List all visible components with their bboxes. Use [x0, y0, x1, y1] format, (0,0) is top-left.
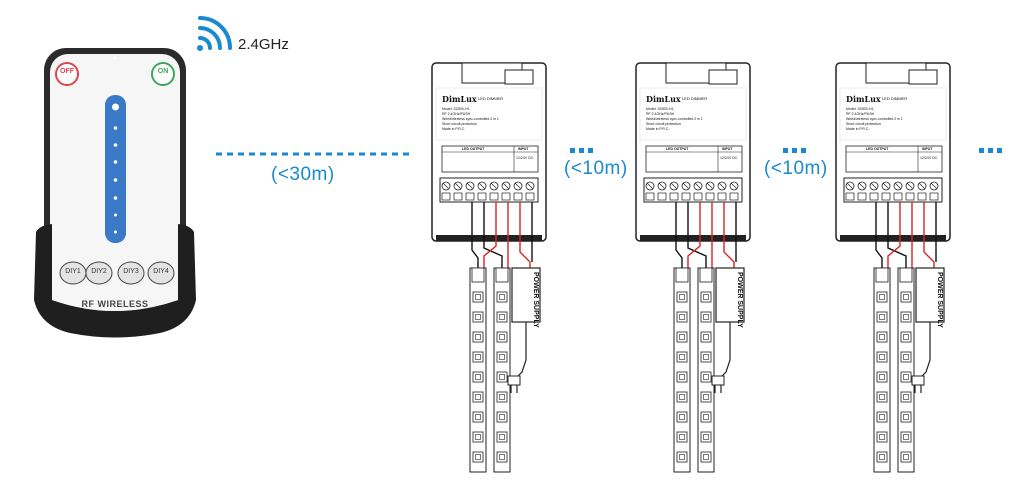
diy4-label: DIY4: [153, 268, 169, 275]
power-supply-label: POWER SUPPLY: [532, 272, 539, 328]
dimmer-spec-line: Made in P.R.C.: [846, 127, 870, 131]
dimmer-spec-line: RF 2.4GHz/PUSH: [846, 112, 875, 116]
dimmer-brand: DimLux: [442, 94, 477, 104]
led-strip: [897, 267, 915, 473]
power-supply: [915, 267, 945, 323]
input-value: 12/24V DC: [720, 156, 738, 160]
dimmer-brand: DimLux: [646, 94, 681, 104]
led-strip: [673, 267, 691, 473]
ellipsis-marks: [570, 148, 1002, 153]
brightness-slider[interactable]: [105, 95, 126, 243]
remote-control: [34, 48, 196, 338]
input-value: 12/24V DC: [920, 156, 938, 160]
diy4-button[interactable]: [147, 261, 175, 285]
dimmer-product: LED DIMMER: [882, 96, 908, 101]
remote-brand-text: RF WIRELESS: [81, 299, 149, 309]
dimmer-model: Model: SZ800-H1: [646, 107, 674, 111]
output-header: LED OUTPUT: [462, 147, 485, 151]
led-strip: [469, 267, 487, 473]
led-strip: [697, 267, 715, 473]
dimmer-unit: [635, 62, 751, 473]
output-header: LED OUTPUT: [866, 147, 889, 151]
remote-holder: [34, 224, 196, 338]
led-strip: [873, 267, 891, 473]
dimmer-model: Model: SZ800-H1: [846, 107, 874, 111]
diy2-label: DIY2: [91, 268, 107, 275]
diy1-label: DIY1: [65, 268, 81, 275]
dimmer-spec-line: RF 2.4GHz/PUSH: [442, 112, 471, 116]
dimmer-spec-line: Wired/wireless sync-controlled 2 in 1: [442, 117, 499, 121]
dimmer-product: LED DIMMER: [682, 96, 708, 101]
power-plug: [911, 375, 925, 386]
dimmer-spec-line: Wired/wireless sync-controlled 2 in 1: [646, 117, 703, 121]
off-button[interactable]: [55, 62, 79, 86]
on-button[interactable]: [151, 62, 175, 86]
dimmer-spec-line: Wired/wireless sync-controlled 2 in 1: [846, 117, 903, 121]
led-strip: [493, 267, 511, 473]
dimmer-unit: [431, 62, 547, 473]
dimmer-unit: [835, 62, 951, 473]
power-supply-label: POWER SUPPLY: [936, 272, 943, 328]
distance-label-remote: (<30m): [271, 164, 335, 185]
input-header: INPUT: [722, 147, 733, 151]
power-supply: [511, 267, 541, 323]
input-header: INPUT: [518, 147, 529, 151]
dimmer-spec-line: Short circuit protection: [646, 122, 681, 126]
power-plug: [711, 375, 725, 386]
dimmer-model: Model: SZ800-H1: [442, 107, 470, 111]
off-label: OFF: [60, 68, 74, 75]
on-label: ON: [157, 68, 169, 75]
output-header: LED OUTPUT: [666, 147, 689, 151]
diy2-button[interactable]: [85, 261, 113, 285]
power-supply: [715, 267, 745, 323]
dimmer-product: LED DIMMER: [478, 96, 504, 101]
diy3-label: DIY3: [123, 268, 139, 275]
wifi-signal-icon: [197, 16, 232, 51]
dimmer-spec-line: Made in P.R.C.: [646, 127, 670, 131]
dimmer-brand: DimLux: [846, 94, 881, 104]
distance-label-1: (<10m): [564, 158, 628, 179]
input-value: 12/24V DC: [516, 156, 534, 160]
diy3-button[interactable]: [117, 261, 145, 285]
power-supply-label: POWER SUPPLY: [736, 272, 743, 328]
dimmer-spec-line: Made in P.R.C.: [442, 127, 466, 131]
dimmer-spec-line: Short circuit protection: [442, 122, 477, 126]
distance-label-2: (<10m): [764, 158, 828, 179]
dimmer-spec-line: Short circuit protection: [846, 122, 881, 126]
frequency-label: 2.4GHz: [238, 36, 289, 53]
input-header: INPUT: [922, 147, 933, 151]
power-plug: [507, 375, 521, 386]
dimmer-spec-line: RF 2.4GHz/PUSH: [646, 112, 675, 116]
